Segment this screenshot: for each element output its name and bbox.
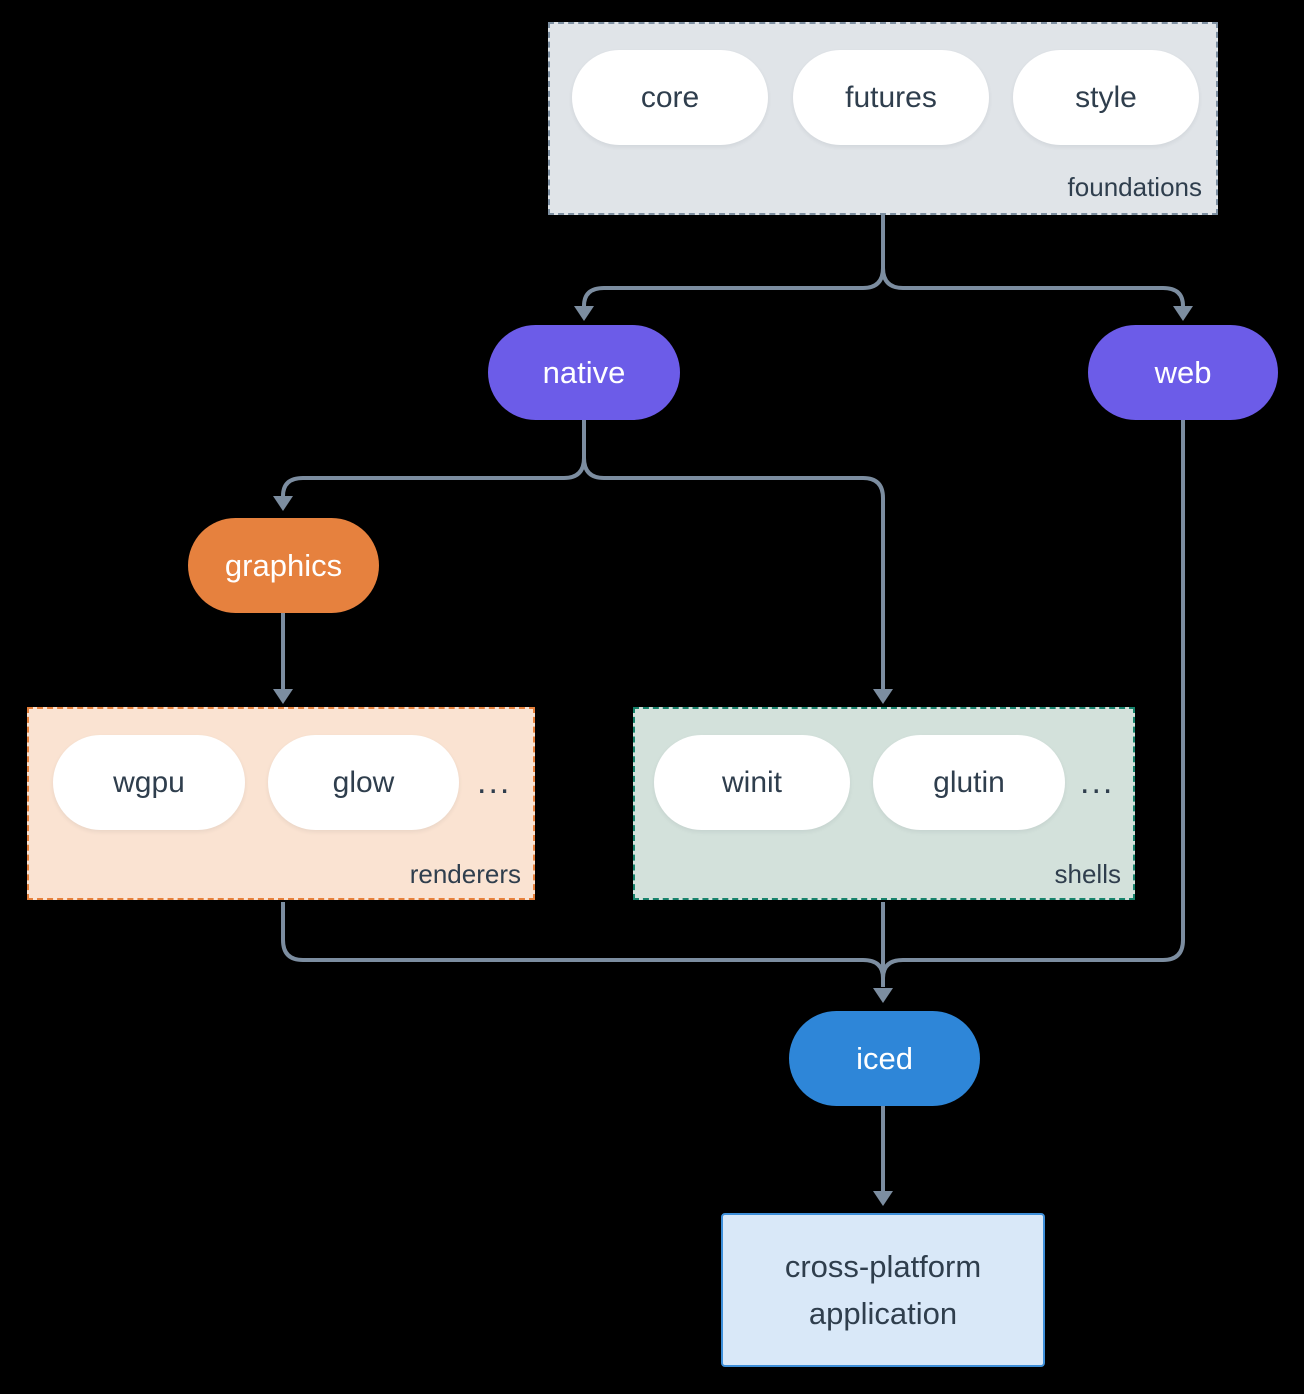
node-native-label: native	[542, 354, 626, 390]
shells-label: shells	[1054, 859, 1121, 889]
renderers-label: renderers	[409, 859, 521, 889]
pill-winit: winit	[654, 735, 850, 830]
arrowhead-web	[1173, 306, 1193, 321]
node-iced-label: iced	[856, 1040, 913, 1076]
node-native: native	[488, 325, 680, 420]
pill-glow: glow	[268, 735, 459, 830]
shells-group: winit glutin ... shells	[633, 707, 1135, 900]
arrowhead-native	[574, 306, 594, 321]
arrowhead-graphics	[273, 496, 293, 511]
foundations-label: foundations	[1067, 172, 1202, 202]
edge-web-iced	[881, 420, 1185, 987]
pill-glutin-label: glutin	[933, 765, 1005, 799]
shells-ellipsis: ...	[1080, 763, 1115, 801]
pill-glow-label: glow	[332, 765, 395, 799]
arrowhead-shells	[873, 689, 893, 704]
arrowhead-app	[873, 1191, 893, 1206]
pill-futures-label: futures	[845, 80, 937, 114]
node-graphics-label: graphics	[224, 547, 343, 583]
node-web-label: web	[1154, 354, 1212, 390]
node-graphics: graphics	[188, 518, 379, 613]
edge-foundations-web	[881, 267, 1185, 308]
app-label-line1: cross-platform	[784, 1249, 982, 1284]
pill-wgpu: wgpu	[53, 735, 245, 830]
pill-wgpu-label: wgpu	[113, 765, 185, 799]
arrowhead-renderers	[273, 689, 293, 704]
edge-native-graphics	[281, 457, 586, 498]
app-box: cross-platform application	[721, 1213, 1045, 1367]
pill-core: core	[572, 50, 768, 145]
app-label-line2: application	[808, 1296, 958, 1331]
renderers-group: wgpu glow ... renderers	[27, 707, 535, 900]
pill-futures: futures	[793, 50, 989, 145]
edge-native-shells	[582, 457, 885, 690]
node-iced: iced	[789, 1011, 980, 1106]
foundations-group: core futures style foundations	[548, 22, 1218, 215]
node-web: web	[1088, 325, 1278, 420]
arrowhead-iced	[873, 988, 893, 1003]
pill-core-label: core	[640, 80, 700, 114]
pill-winit-label: winit	[721, 765, 782, 799]
pill-style: style	[1013, 50, 1199, 145]
pill-glutin: glutin	[873, 735, 1065, 830]
edge-foundations-native	[582, 267, 885, 308]
edge-renderers-iced	[281, 902, 885, 987]
renderers-ellipsis: ...	[477, 763, 512, 801]
pill-style-label: style	[1075, 80, 1137, 114]
